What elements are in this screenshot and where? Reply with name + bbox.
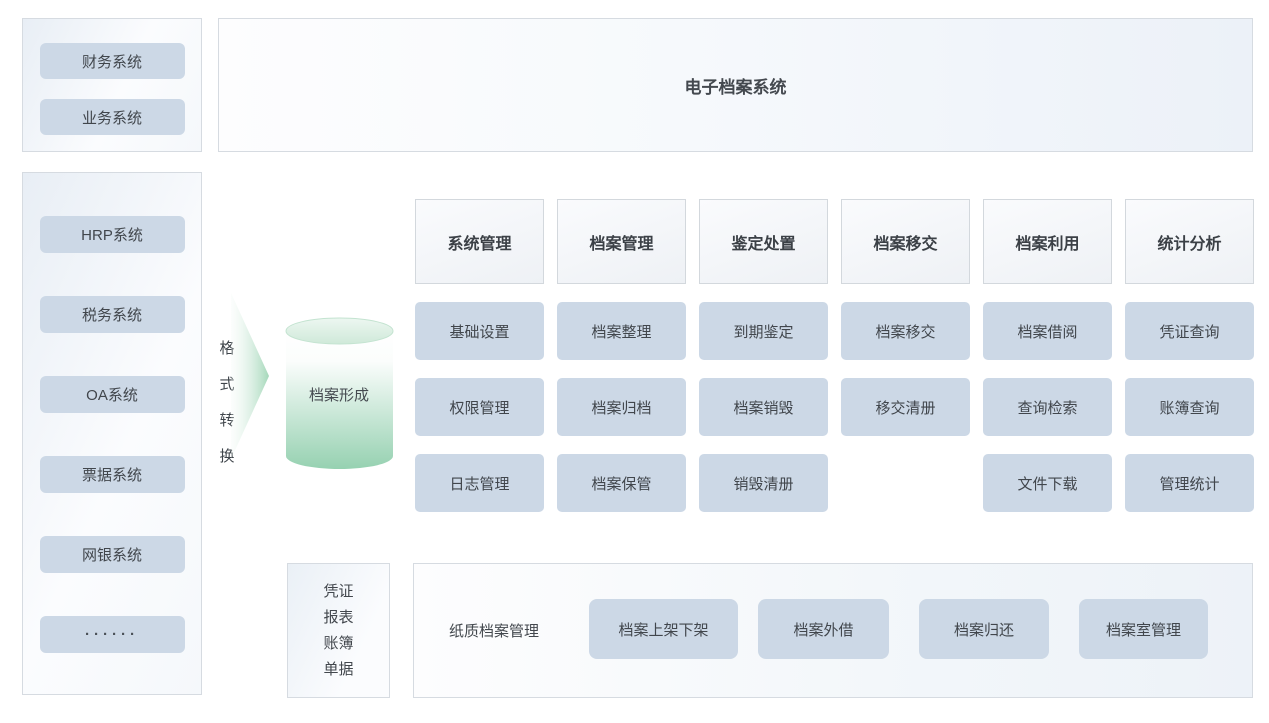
module-item: 基础设置 [415, 302, 544, 360]
external-systems-panel-top: 财务系统 业务系统 [22, 18, 202, 152]
format-convert-char: 转 [219, 412, 235, 429]
format-convert-char: 换 [219, 448, 235, 465]
format-convert-char: 式 [219, 376, 235, 393]
module-item: 档案归档 [557, 378, 686, 436]
module-header: 档案移交 [841, 199, 970, 284]
module-column-system-mgmt: 系统管理 基础设置 权限管理 日志管理 [415, 199, 544, 512]
module-item: 查询检索 [983, 378, 1112, 436]
paper-archive-item: 档案归还 [919, 599, 1049, 659]
modules-grid: 系统管理 基础设置 权限管理 日志管理 档案管理 档案整理 档案归档 档案保管 … [415, 199, 1254, 512]
external-system-item: HRP系统 [39, 216, 185, 253]
external-system-item-more: ······ [39, 616, 185, 653]
external-system-item: 网银系统 [39, 536, 185, 573]
external-systems-panel-bottom: HRP系统 税务系统 OA系统 票据系统 网银系统 ······ [22, 172, 202, 695]
module-header: 鉴定处置 [699, 199, 828, 284]
module-item: 档案借阅 [983, 302, 1112, 360]
module-item: 档案移交 [841, 302, 970, 360]
paper-archive-label: 纸质档案管理 [449, 623, 540, 640]
module-column-utilization: 档案利用 档案借阅 查询检索 文件下载 [983, 199, 1112, 512]
paper-input-line: 单据 [323, 660, 354, 678]
module-item: 档案销毁 [699, 378, 828, 436]
module-column-statistics: 统计分析 凭证查询 账簿查询 管理统计 [1125, 199, 1254, 512]
external-system-item: 财务系统 [39, 43, 185, 79]
module-item: 凭证查询 [1125, 302, 1254, 360]
module-item: 日志管理 [415, 454, 544, 512]
database-cylinder-icon [285, 317, 394, 469]
module-column-archive-mgmt: 档案管理 档案整理 档案归档 档案保管 [557, 199, 686, 512]
module-item: 移交清册 [841, 378, 970, 436]
format-convert-label: 格 式 转 换 [217, 331, 237, 475]
external-system-item: 业务系统 [39, 99, 185, 135]
paper-archive-item: 档案外借 [758, 599, 889, 659]
module-header: 档案利用 [983, 199, 1112, 284]
format-convert-char: 格 [219, 340, 235, 357]
module-column-appraisal: 鉴定处置 到期鉴定 档案销毁 销毁清册 [699, 199, 828, 512]
module-item: 档案保管 [557, 454, 686, 512]
module-item: 权限管理 [415, 378, 544, 436]
paper-inputs-panel: 凭证 报表 账簿 单据 [287, 563, 390, 698]
paper-archive-item: 档案室管理 [1079, 599, 1208, 659]
module-item: 档案整理 [557, 302, 686, 360]
module-header: 统计分析 [1125, 199, 1254, 284]
paper-archive-panel: 纸质档案管理 档案上架下架 档案外借 档案归还 档案室管理 [413, 563, 1253, 698]
archive-store-label: 档案形成 [308, 387, 369, 404]
module-item: 文件下载 [983, 454, 1112, 512]
module-item: 账簿查询 [1125, 378, 1254, 436]
paper-input-line: 报表 [323, 608, 354, 626]
module-header: 系统管理 [415, 199, 544, 284]
paper-input-line: 账簿 [323, 634, 354, 652]
external-system-item: 税务系统 [39, 296, 185, 333]
module-column-transfer: 档案移交 档案移交 移交清册 [841, 199, 970, 512]
external-system-item: OA系统 [39, 376, 185, 413]
paper-input-line: 凭证 [323, 582, 354, 600]
system-header-panel: 电子档案系统 [218, 18, 1253, 152]
module-item: 管理统计 [1125, 454, 1254, 512]
paper-archive-item: 档案上架下架 [589, 599, 738, 659]
module-header: 档案管理 [557, 199, 686, 284]
module-item: 到期鉴定 [699, 302, 828, 360]
external-system-item: 票据系统 [39, 456, 185, 493]
module-item: 销毁清册 [699, 454, 828, 512]
page-title: 电子档案系统 [684, 77, 787, 97]
arrow-right-icon [231, 293, 269, 459]
